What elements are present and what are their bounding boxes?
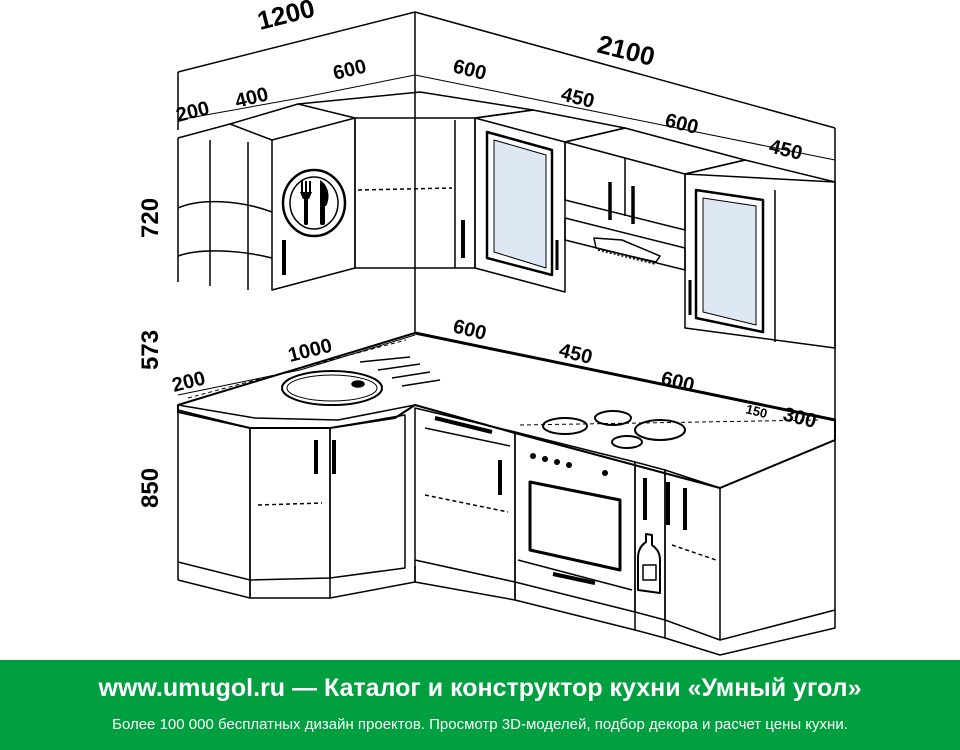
dim-height-573: 573	[137, 330, 164, 370]
dim-upper-600b: 600	[451, 56, 489, 85]
upper-corner-cabinet	[297, 91, 534, 269]
bottle-rack	[634, 461, 666, 621]
dim-upper-450a: 450	[559, 84, 597, 113]
dim-base-150: 150	[744, 401, 769, 421]
dim-upper-450b: 450	[767, 136, 805, 165]
dim-total-right: 2100	[595, 29, 658, 72]
dim-base-200: 200	[170, 367, 208, 396]
base-corner-cabinet	[249, 414, 416, 599]
countertop	[177, 331, 836, 489]
dim-upper-200: 200	[174, 97, 212, 126]
footer-banner: www.umugol.ru — Каталог и конструктор ку…	[0, 660, 960, 750]
dim-height-720: 720	[137, 198, 164, 238]
dimension-lines	[177, 74, 836, 396]
fork-icon	[300, 181, 312, 225]
upper-open-shelf	[177, 123, 273, 290]
oven	[514, 431, 636, 631]
cooktop-icon	[542, 410, 686, 449]
knife-icon	[320, 180, 329, 225]
dim-height-850: 850	[137, 468, 164, 508]
sink-icon	[281, 356, 441, 406]
dim-base-600b: 600	[659, 368, 697, 397]
base-cabinet-drawers	[414, 407, 516, 601]
kitchen-diagram: 1200 2100 200 400 600 600 450 600 450 72…	[137, 0, 836, 656]
upper-glass-cabinet-left	[474, 109, 626, 293]
dim-base-300: 300	[781, 404, 819, 433]
dim-upper-600c: 600	[663, 110, 701, 139]
kitchen-drawing: 1200 2100 200 400 600 600 450 600 450 72…	[137, 0, 836, 656]
dimension-labels: 1200 2100 200 400 600 600 450 600 450 72…	[137, 0, 818, 508]
base-open-shelf	[177, 409, 251, 599]
dim-upper-400: 400	[233, 83, 271, 112]
banner-title[interactable]: www.umugol.ru — Каталог и конструктор ку…	[98, 674, 862, 702]
dim-upper-600a: 600	[331, 55, 369, 84]
plate-icon	[281, 168, 347, 238]
upper-glass-cabinet-right	[684, 159, 836, 349]
banner-subtitle: Более 100 000 бесплатных дизайн проектов…	[112, 716, 848, 733]
dim-total-left: 1200	[254, 0, 317, 36]
base-cabinet-right	[634, 439, 836, 656]
